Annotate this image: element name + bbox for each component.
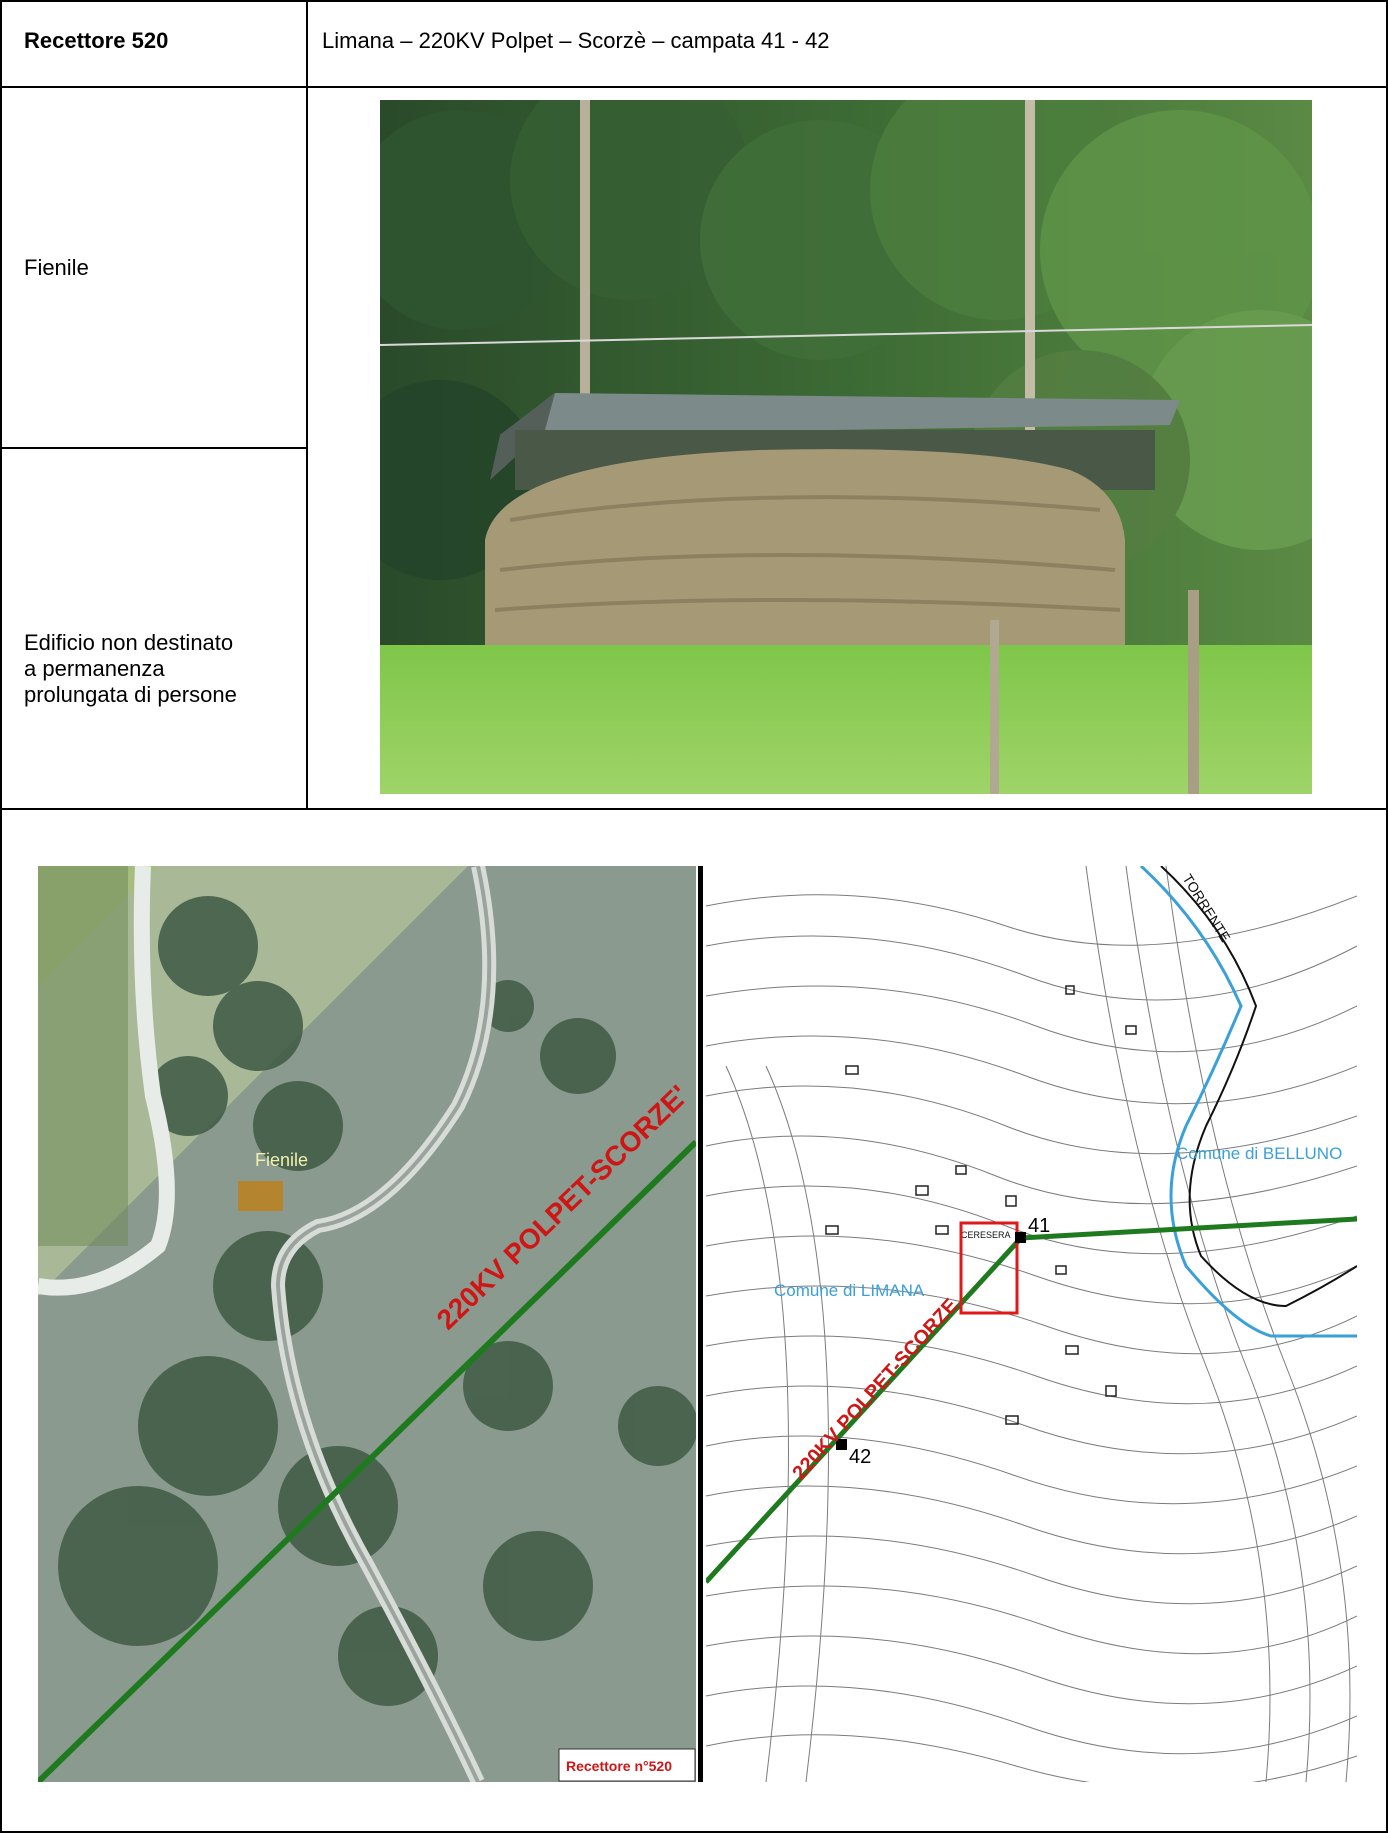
table-bottom-border [0, 1831, 1388, 1833]
tree-canopy [380, 100, 1312, 580]
power-line-aerial [38, 1139, 696, 1782]
receptor-box-label: Recettore n°520 [566, 1758, 672, 1774]
river-line [1139, 866, 1357, 1338]
fence-post-2 [1188, 590, 1199, 794]
building-note-line3: prolungata di persone [24, 682, 237, 707]
header-row-border [0, 86, 1388, 88]
hay-barn-photo [380, 100, 1312, 794]
receptor-label: Recettore 520 [24, 28, 169, 53]
tower-42-label: 42 [849, 1446, 871, 1468]
table-top-border [0, 0, 1388, 2]
table-right-border [1386, 0, 1388, 1833]
river-bank [1160, 866, 1357, 1308]
road-north [38, 866, 175, 1296]
hay-stack [485, 449, 1125, 650]
pole-right [1025, 100, 1035, 530]
pole-left [580, 100, 590, 530]
tower-41-label: 41 [1028, 1215, 1050, 1237]
power-line-topo-west [706, 1236, 1023, 1584]
map-separator [698, 866, 703, 1782]
tower-41-marker [1015, 1232, 1026, 1243]
line-description: Limana – 220KV Polpet – Scorzè – campata… [322, 28, 830, 53]
receptor-box [558, 1748, 696, 1782]
grass-field [380, 645, 1312, 794]
aerial-building-label: Fienile [255, 1150, 308, 1170]
barn-footprint [238, 1181, 283, 1211]
topo-background [706, 866, 1357, 1782]
aerial-map: Fienile 220KV POLPET-SCORZE' Recettore n… [38, 866, 696, 1782]
wire [380, 324, 1312, 346]
left-split-border [0, 447, 307, 449]
table-left-border [0, 0, 2, 1833]
tower-42-marker [836, 1439, 847, 1450]
building-note-line2: a permanenza [24, 656, 165, 681]
column-divider [306, 0, 308, 809]
power-line-topo-east [1020, 1216, 1357, 1241]
barn-roof [500, 393, 1180, 435]
fence-post-1 [990, 620, 999, 794]
municipality-belluno: Comune di BELLUNO [1176, 1144, 1342, 1163]
building-note-line1: Edificio non destinato [24, 630, 234, 655]
building-note: Edificio non destinato a permanenza prol… [24, 630, 237, 708]
grass-area [38, 866, 128, 1246]
hay-texture [494, 495, 1121, 612]
buildings [825, 985, 1137, 1425]
place-name: CERESERA [961, 1230, 1011, 1240]
receptor-highlight [959, 1221, 1019, 1315]
building-type: Fienile [24, 255, 89, 280]
contour-lines [706, 866, 1357, 1782]
topographic-map: TORRENTE Comune di BELLUNO Comune di LIM… [706, 866, 1357, 1782]
road-loop-inner [275, 866, 492, 1782]
municipality-limana: Comune di LIMANA [774, 1281, 925, 1300]
photo-row-border [0, 808, 1388, 810]
